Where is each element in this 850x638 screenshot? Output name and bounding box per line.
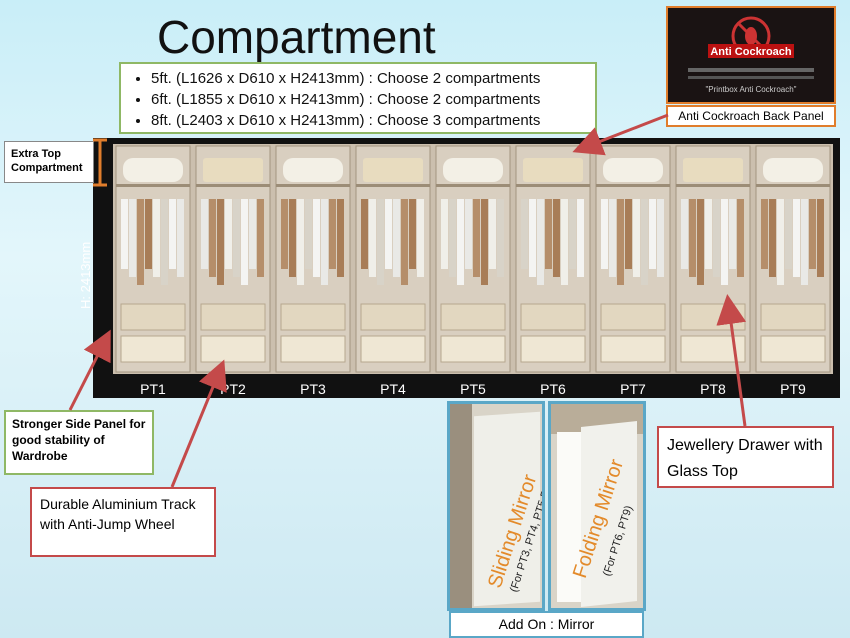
compartment-pt2 <box>195 145 271 373</box>
page-title: Compartment <box>157 11 436 63</box>
pt-label: PT9 <box>780 381 806 397</box>
compartment-pt9 <box>755 145 831 373</box>
pt-label: PT6 <box>540 381 566 397</box>
pt-label: PT8 <box>700 381 726 397</box>
spec-item: 8ft. (L2403 x D610 x H2413mm) : Choose 3… <box>151 110 595 131</box>
pt-label: PT4 <box>380 381 406 397</box>
height-label: H: 2413mm <box>78 241 93 309</box>
track-callout: Durable Aluminium Track with Anti-Jump W… <box>30 487 216 557</box>
sliding-mirror-image: Sliding Mirror (For PT3, PT4, PT5,PT7) <box>447 401 545 611</box>
extra-top-bracket <box>93 138 107 187</box>
compartment-pt5 <box>435 145 511 373</box>
side-panel-callout: Stronger Side Panel for good stability o… <box>4 410 154 475</box>
addon-mirror-label: Add On : Mirror <box>449 611 644 638</box>
spec-item: 5ft. (L1626 x D610 x H2413mm) : Choose 2… <box>151 68 595 89</box>
jewellery-callout: Jewellery Drawer with Glass Top <box>657 426 834 488</box>
compartment-pt3 <box>275 145 351 373</box>
logo-tagline: "Printbox Anti Cockroach" <box>705 85 796 94</box>
pt-label: PT1 <box>140 381 166 397</box>
folding-mirror-image: Folding Mirror (For PT6, PT9) <box>548 401 646 611</box>
pt-label: PT2 <box>220 381 246 397</box>
extra-top-callout: Extra Top Compartment <box>4 141 94 183</box>
wardrobe-graphic: PT1 PT2 PT3 PT4 PT5 PT6 PT7 PT8 PT9 <box>113 144 833 397</box>
pt-label: PT5 <box>460 381 486 397</box>
logo-graphic: Anti Cockroach "Printbox Anti Cockroach" <box>688 16 814 94</box>
wardrobe-photo: PT1 PT2 PT3 PT4 PT5 PT6 PT7 PT8 PT9 <box>93 138 840 398</box>
pt-label: PT3 <box>300 381 326 397</box>
spec-item: 6ft. (L1855 x D610 x H2413mm) : Choose 2… <box>151 89 595 110</box>
spec-list: 5ft. (L1626 x D610 x H2413mm) : Choose 2… <box>119 62 597 134</box>
compartment-pt1 <box>115 145 191 373</box>
pt-label: PT7 <box>620 381 646 397</box>
compartment-pt7 <box>595 145 671 373</box>
anti-cockroach-logo: Anti Cockroach "Printbox Anti Cockroach" <box>666 6 836 104</box>
compartment-pt4 <box>355 145 431 373</box>
logo-brand: Anti Cockroach <box>710 46 792 58</box>
back-panel-label: Anti Cockroach Back Panel <box>666 105 836 127</box>
compartment-pt6 <box>515 145 591 373</box>
compartment-pt8 <box>675 145 751 373</box>
